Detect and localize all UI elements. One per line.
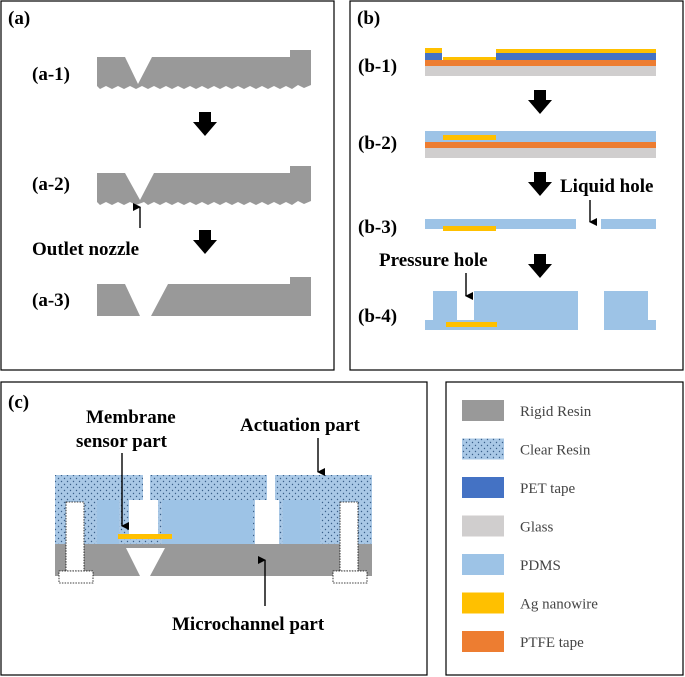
screw-head-left: [58, 570, 94, 584]
legend-label: PDMS: [520, 558, 561, 574]
legend-label: Ag nanowire: [520, 597, 598, 613]
membrane-label-line1: Membrane: [86, 407, 176, 428]
legend-swatch: [462, 631, 504, 652]
panel-a-label: (a): [8, 8, 30, 29]
stack-b-1: [425, 48, 656, 76]
arrow-down-b-3: [528, 254, 552, 278]
panel-b: (b) (b-1) (b-2) (b-3) (b-4): [349, 0, 684, 371]
screw-head-right: [332, 570, 368, 584]
arrow-down-a-1: [193, 112, 217, 136]
legend-swatch: [462, 400, 504, 421]
legend-swatch: [462, 477, 504, 498]
legend-label: PET tape: [520, 481, 575, 497]
legend-swatch: [462, 592, 504, 614]
screw-right: [339, 501, 359, 572]
liquid-hole: [255, 500, 279, 544]
liquid-hole-label: Liquid hole: [560, 176, 653, 197]
legend-label: Rigid Resin: [520, 404, 592, 420]
outlet-nozzle-label: Outlet nozzle: [32, 239, 139, 260]
microchannel-label: Microchannel part: [172, 614, 325, 635]
legend-label: PTFE tape: [520, 635, 584, 651]
step-a-1-label: (a-1): [32, 64, 70, 85]
arrow-down-b-1: [528, 90, 552, 114]
arrow-down-b-2: [528, 172, 552, 196]
legend-swatch: [462, 554, 504, 575]
step-b-1-label: (b-1): [358, 56, 397, 77]
step-b-2-label: (b-2): [358, 133, 397, 154]
arrow-down-a-2: [193, 230, 217, 254]
pressure-hole-label: Pressure hole: [379, 250, 488, 271]
panel-c: (c) Membrane sensor part Actuation part …: [0, 381, 428, 676]
pressure-hole: [129, 500, 158, 534]
legend-label: Glass: [520, 520, 553, 536]
panel-c-label: (c): [8, 392, 29, 413]
step-b-4-label: (b-4): [358, 306, 397, 327]
resin-part-a-1: [97, 50, 311, 89]
actuation-label: Actuation part: [240, 415, 360, 436]
panel-b-label: (b): [357, 8, 380, 29]
resin-part-a-3: [97, 277, 311, 316]
stack-b-2: [425, 131, 656, 158]
step-a-2-label: (a-2): [32, 174, 70, 195]
rigid-resin-microchannel: [55, 544, 372, 576]
legend-label: Clear Resin: [520, 443, 591, 459]
resin-part-a-2: [97, 166, 311, 205]
legend-swatch: [462, 515, 504, 537]
legend-swatch: [462, 438, 504, 460]
pdms-layer: [97, 500, 320, 544]
screw-left: [65, 501, 85, 572]
stack-b-4: [425, 291, 656, 330]
step-a-3-label: (a-3): [32, 290, 70, 311]
panel-a: (a) (a-1) (a-2) (a-3) Outlet nozzle: [0, 0, 335, 371]
membrane-label-line2: sensor part: [76, 431, 168, 452]
step-b-3-label: (b-3): [358, 217, 397, 238]
ag-nanowire-c: [118, 534, 172, 539]
stack-b-3: [425, 219, 656, 231]
